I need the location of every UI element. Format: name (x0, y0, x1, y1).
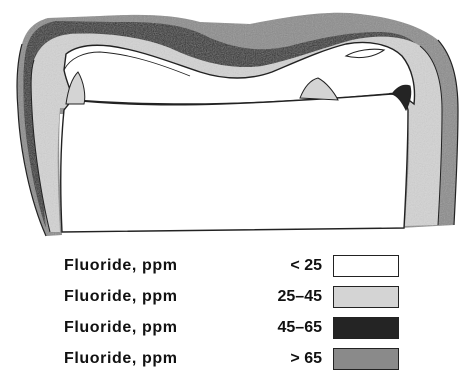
legend-label: Fluoride, ppm (64, 350, 178, 368)
legend-swatch (333, 255, 399, 277)
legend-swatch (333, 317, 399, 339)
legend-range: 25–45 (230, 288, 322, 306)
legend-swatch (333, 348, 399, 370)
legend-label: Fluoride, ppm (64, 257, 178, 275)
legend-range: > 65 (230, 350, 322, 368)
dentin-body (61, 94, 408, 232)
legend-row-lt25: Fluoride, ppm < 25 (0, 253, 461, 281)
legend-range: < 25 (230, 257, 322, 275)
legend-label: Fluoride, ppm (64, 319, 178, 337)
legend-row-45-65: Fluoride, ppm 45–65 (0, 315, 461, 343)
legend-label: Fluoride, ppm (64, 288, 178, 306)
legend-row-gt65: Fluoride, ppm > 65 (0, 346, 461, 374)
legend-swatch (333, 286, 399, 308)
legend-range: 45–65 (230, 319, 322, 337)
tooth-fluoride-diagram (0, 0, 461, 245)
legend-row-25-45: Fluoride, ppm 25–45 (0, 284, 461, 312)
fluoride-legend: Fluoride, ppm < 25 Fluoride, ppm 25–45 F… (0, 245, 461, 380)
